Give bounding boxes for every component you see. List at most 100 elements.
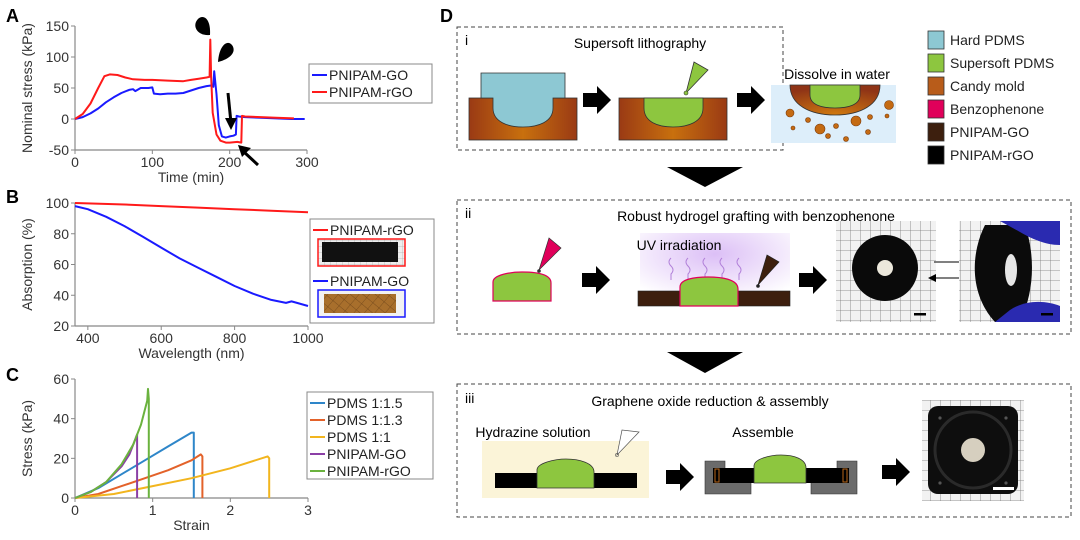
panel-label-a: A — [6, 6, 19, 26]
supersoft-dome — [679, 276, 739, 307]
legend-swatch — [927, 53, 945, 73]
hard-pdms — [480, 72, 566, 128]
x-axis-label: Strain — [173, 517, 210, 533]
panel-label-b: B — [6, 187, 19, 207]
y-axis-label: Nominal stress (kPa) — [19, 23, 35, 153]
pipette-icon — [757, 254, 780, 286]
pipette-icon — [538, 237, 562, 271]
x-tick-label: 0 — [71, 502, 79, 518]
legend-swatch — [927, 30, 945, 50]
x-tick-label: 0 — [71, 154, 79, 170]
legend-label: PNIPAM-rGO — [950, 147, 1034, 163]
legend-label: PNIPAM-GO — [330, 273, 409, 289]
x-tick-label: 400 — [76, 330, 100, 346]
arrow-down-icon — [667, 167, 743, 187]
arrow-right-icon — [582, 266, 610, 294]
x-tick-label: 1 — [149, 502, 157, 518]
uv-label: UV irradiation — [637, 237, 722, 253]
x-axis-label: Time (min) — [158, 169, 224, 185]
legend-label: Hard PDMS — [950, 32, 1025, 48]
legend-label: Supersoft PDMS — [950, 55, 1054, 71]
droplet-icon — [218, 42, 234, 62]
legend-swatch — [927, 122, 945, 142]
series-line-pnipam-go — [74, 70, 305, 139]
legend-box — [306, 391, 434, 480]
arrow-right-icon — [583, 86, 611, 114]
arrow-down-icon — [667, 352, 743, 373]
y-tick-label: 80 — [53, 226, 69, 242]
uv-rays-icon — [668, 257, 742, 280]
legend-box — [308, 63, 433, 104]
arrow-right-icon — [882, 458, 910, 486]
y-tick-label: 0 — [61, 490, 69, 506]
legend-label: PDMS 1:1 — [327, 429, 391, 445]
series-line-pdms-1-1-3 — [74, 453, 204, 499]
legend-swatch — [927, 145, 945, 165]
y-tick-label: 60 — [53, 371, 69, 387]
legend-label: Benzophenone — [950, 101, 1044, 117]
assembly-drawing — [704, 454, 858, 495]
series-line-pnipam-rgo — [74, 387, 150, 499]
panel-b-legend-photos — [317, 238, 406, 318]
droplet-icon — [195, 16, 211, 36]
y-tick-label: 20 — [53, 318, 69, 334]
legend-label: PNIPAM-rGO — [327, 463, 411, 479]
dissolve-illustration: Dissolve in water — [771, 66, 896, 143]
supersoft-dome — [492, 271, 552, 302]
hydrazine-label: Hydrazine solution — [475, 424, 590, 440]
step-iii-numeral: iii — [465, 390, 474, 406]
arrow-head-icon — [238, 145, 251, 157]
y-tick-label: -50 — [49, 142, 69, 158]
y-tick-label: 60 — [53, 257, 69, 273]
supersoft-pdms — [643, 97, 704, 128]
pipette-icon — [685, 61, 709, 95]
assemble-label: Assemble — [732, 424, 794, 440]
arrow-head-icon — [225, 118, 237, 130]
photo-assembled-device — [922, 400, 1024, 501]
dissolve-label: Dissolve in water — [784, 66, 890, 82]
arrow-right-icon — [666, 463, 694, 491]
x-tick-label: 3 — [304, 502, 312, 518]
series-line-pnipam-rgo — [74, 38, 294, 144]
step-i-numeral: i — [465, 32, 468, 48]
step-ii-numeral: ii — [465, 205, 471, 221]
legend-label: PNIPAM-GO — [950, 124, 1029, 140]
step-ii: ii Robust hydrogel grafting with benzoph… — [456, 199, 1072, 335]
y-axis-label: Stress (kPa) — [19, 400, 35, 477]
x-tick-label: 200 — [218, 154, 242, 170]
arrow-icon — [242, 150, 260, 167]
x-axis-label: Wavelength (nm) — [138, 345, 244, 361]
y-tick-label: 0 — [61, 111, 69, 127]
photo-hydrogel-disk — [836, 221, 936, 322]
legend-label: PNIPAM-rGO — [330, 222, 414, 238]
step-iii: iii Graphene oxide reduction & assembly … — [456, 383, 1072, 518]
step-ii-title: Robust hydrogel grafting with benzopheno… — [617, 208, 895, 224]
y-tick-label: 100 — [46, 49, 70, 65]
pipette-icon — [616, 429, 640, 457]
y-tick-label: 40 — [53, 411, 69, 427]
x-tick-label: 2 — [226, 502, 234, 518]
legend-label: PNIPAM-rGO — [329, 84, 413, 100]
x-tick-label: 1000 — [292, 330, 323, 346]
step-i: i Supersoft lithography — [456, 26, 784, 151]
panel-label-c: C — [6, 365, 19, 385]
y-tick-label: 150 — [46, 18, 70, 34]
y-tick-label: 50 — [53, 80, 69, 96]
y-tick-label: 40 — [53, 287, 69, 303]
step-iii-title: Graphene oxide reduction & assembly — [591, 393, 828, 409]
panel-label-d: D — [440, 6, 453, 26]
supersoft-dome — [536, 458, 595, 489]
series-line-pnipam-go — [74, 433, 139, 499]
arrow-right-icon — [799, 266, 827, 294]
panel-a-annotations — [195, 16, 260, 167]
series-line-pdms-1-1 — [74, 455, 271, 499]
y-axis-label: Absorption (%) — [19, 218, 35, 311]
legend-label: PDMS 1:1.3 — [327, 412, 403, 428]
y-tick-label: 100 — [46, 195, 70, 211]
x-tick-label: 300 — [295, 154, 319, 170]
x-tick-label: 600 — [150, 330, 174, 346]
